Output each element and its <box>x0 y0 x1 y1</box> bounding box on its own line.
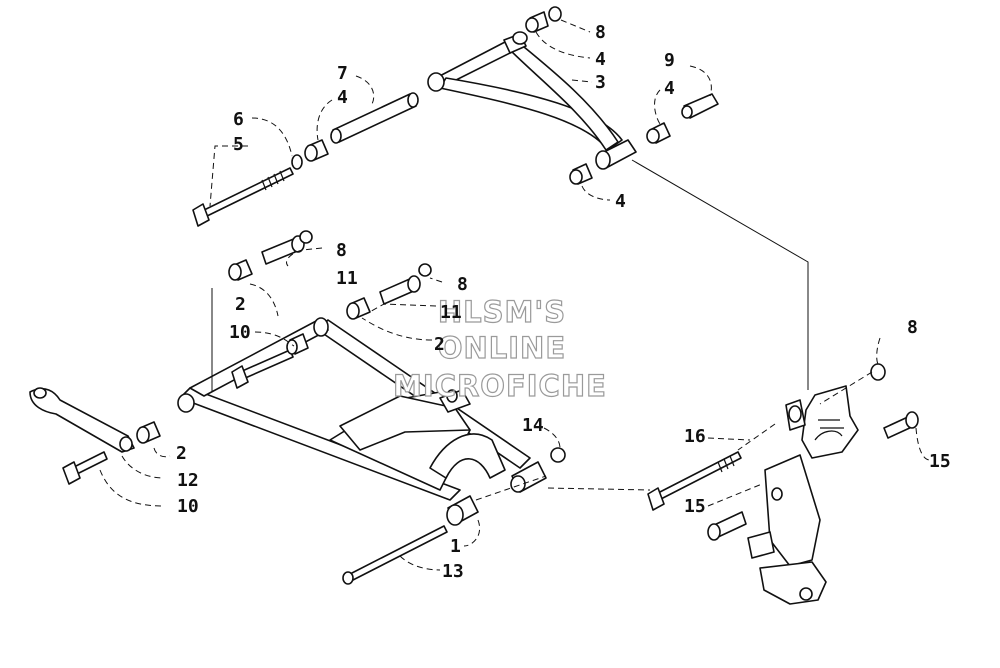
callout-15: 15 <box>929 451 951 472</box>
upper-a-arm <box>427 31 637 170</box>
callout-labels: 8 4 3 9 4 7 4 6 5 4 8 11 8 2 11 10 2 8 1… <box>176 22 951 582</box>
watermark-line-1: HLSM'S <box>438 295 566 329</box>
bolt-13 <box>342 525 448 585</box>
upper-sleeve-9 <box>646 93 719 144</box>
lower-bushing-2b <box>346 297 371 320</box>
watermark-line-2: ONLINE <box>438 331 566 365</box>
steering-knuckle <box>747 385 859 605</box>
lower-bushing-2c <box>136 421 161 444</box>
bolt-5 <box>192 167 294 227</box>
pivot-bolt-11a <box>261 230 313 265</box>
spacer-8d <box>870 363 886 381</box>
callout-2: 2 <box>235 294 246 315</box>
bolt-10b <box>62 451 108 485</box>
callout-11: 11 <box>440 302 462 323</box>
callout-14: 14 <box>522 415 544 436</box>
upper-bushing-8a <box>525 6 562 33</box>
callout-8: 8 <box>336 240 347 261</box>
callout-2: 2 <box>176 443 187 464</box>
nut-14 <box>550 447 566 463</box>
bolt-15a <box>883 411 919 439</box>
callout-10: 10 <box>177 496 199 517</box>
callout-16: 16 <box>684 426 706 447</box>
watermark: HLSM'S ONLINE MICROFICHE <box>392 294 607 403</box>
callout-2: 2 <box>434 334 445 355</box>
upper-bushing-4d <box>569 163 593 185</box>
callout-9: 9 <box>664 50 675 71</box>
callout-8: 8 <box>457 274 468 295</box>
callout-4: 4 <box>664 78 675 99</box>
upper-pivot-tube-7 <box>330 92 419 144</box>
bolt-10a <box>231 333 309 389</box>
callout-4: 4 <box>595 49 606 70</box>
callout-11: 11 <box>336 268 358 289</box>
callout-10: 10 <box>229 322 251 343</box>
callout-5: 5 <box>233 134 244 155</box>
callout-1: 1 <box>450 536 461 557</box>
leader-lines <box>99 19 931 571</box>
pivot-bolt-11b <box>379 263 432 305</box>
callout-4: 4 <box>615 191 626 212</box>
bolt-16 <box>647 451 742 511</box>
callout-3: 3 <box>595 72 606 93</box>
bolt-15b <box>707 511 747 541</box>
callout-13: 13 <box>442 561 464 582</box>
washer-6 <box>291 154 303 170</box>
callout-15: 15 <box>684 496 706 517</box>
callout-4: 4 <box>337 87 348 108</box>
watermark-line-3: MICROFICHE <box>393 369 607 403</box>
callout-8: 8 <box>595 22 606 43</box>
callout-8: 8 <box>907 317 918 338</box>
callout-6: 6 <box>233 109 244 130</box>
callout-12: 12 <box>177 470 199 491</box>
link-12 <box>29 387 135 453</box>
upper-bushing-4c <box>304 139 329 162</box>
lower-bushing-2a <box>228 259 253 281</box>
callout-7: 7 <box>337 63 348 84</box>
